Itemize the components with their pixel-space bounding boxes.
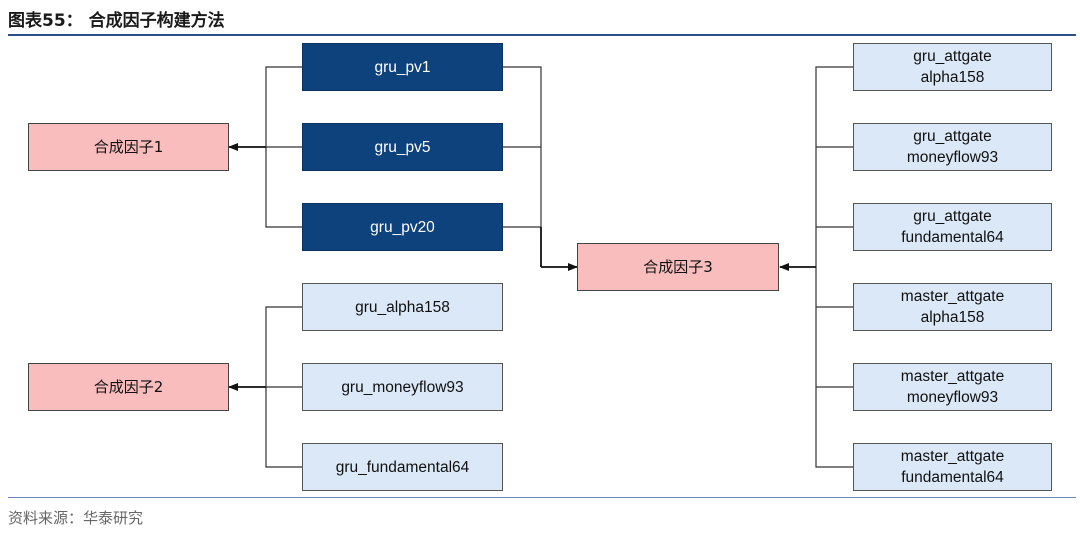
model-label: gru_moneyflow93: [341, 378, 464, 396]
model-label: gru_fundamental64: [335, 458, 470, 476]
model-box-gru-pv20: gru_pv20: [302, 203, 503, 251]
model-label: gru_alpha158: [355, 298, 450, 316]
synthetic-factor-3: 合成因子3: [577, 243, 779, 291]
synthetic-factor-1-label: 合成因子1: [93, 137, 164, 156]
title-divider: [8, 34, 1076, 36]
model-box-master-attgate-fundamental64: master_attgate fundamental64: [853, 443, 1052, 491]
model-label: gru_pv1: [374, 58, 431, 76]
model-label: master_attgate fundamental64: [900, 448, 1005, 486]
model-box-master-attgate-alpha158: master_attgate alpha158: [853, 283, 1052, 331]
connector-attgate-bus: [815, 66, 853, 468]
synthetic-factor-3-label: 合成因子3: [643, 257, 713, 276]
model-box-gru-fundamental64: gru_fundamental64: [302, 443, 503, 491]
source-note: 资料来源：华泰研究: [8, 509, 144, 527]
figure-title: 图表55： 合成因子构建方法: [8, 11, 225, 31]
model-box-gru-attgate-moneyflow93: gru_attgate moneyflow93: [853, 123, 1052, 171]
model-box-gru-attgate-alpha158: gru_attgate alpha158: [853, 43, 1052, 91]
model-box-gru-pv5: gru_pv5: [302, 123, 503, 171]
model-box-master-attgate-moneyflow93: master_attgate moneyflow93: [853, 363, 1052, 411]
model-label: master_attgate alpha158: [900, 288, 1005, 326]
synthetic-factor-1: 合成因子1: [28, 123, 229, 171]
model-box-gru-pv1: gru_pv1: [302, 43, 503, 91]
model-label: master_attgate moneyflow93: [900, 368, 1005, 406]
model-box-gru-moneyflow93: gru_moneyflow93: [302, 363, 503, 411]
model-label: gru_attgate fundamental64: [901, 208, 1004, 246]
model-box-gru-attgate-fundamental64: gru_attgate fundamental64: [853, 203, 1052, 251]
model-label: gru_attgate moneyflow93: [906, 128, 999, 166]
model-box-gru-alpha158: gru_alpha158: [302, 283, 503, 331]
model-label: gru_attgate alpha158: [913, 48, 992, 86]
model-label: gru_pv5: [374, 138, 431, 156]
synthetic-factor-2-label: 合成因子2: [93, 377, 164, 396]
synthetic-factor-2: 合成因子2: [28, 363, 229, 411]
source-divider: [8, 497, 1076, 498]
model-label: gru_pv20: [370, 218, 435, 236]
